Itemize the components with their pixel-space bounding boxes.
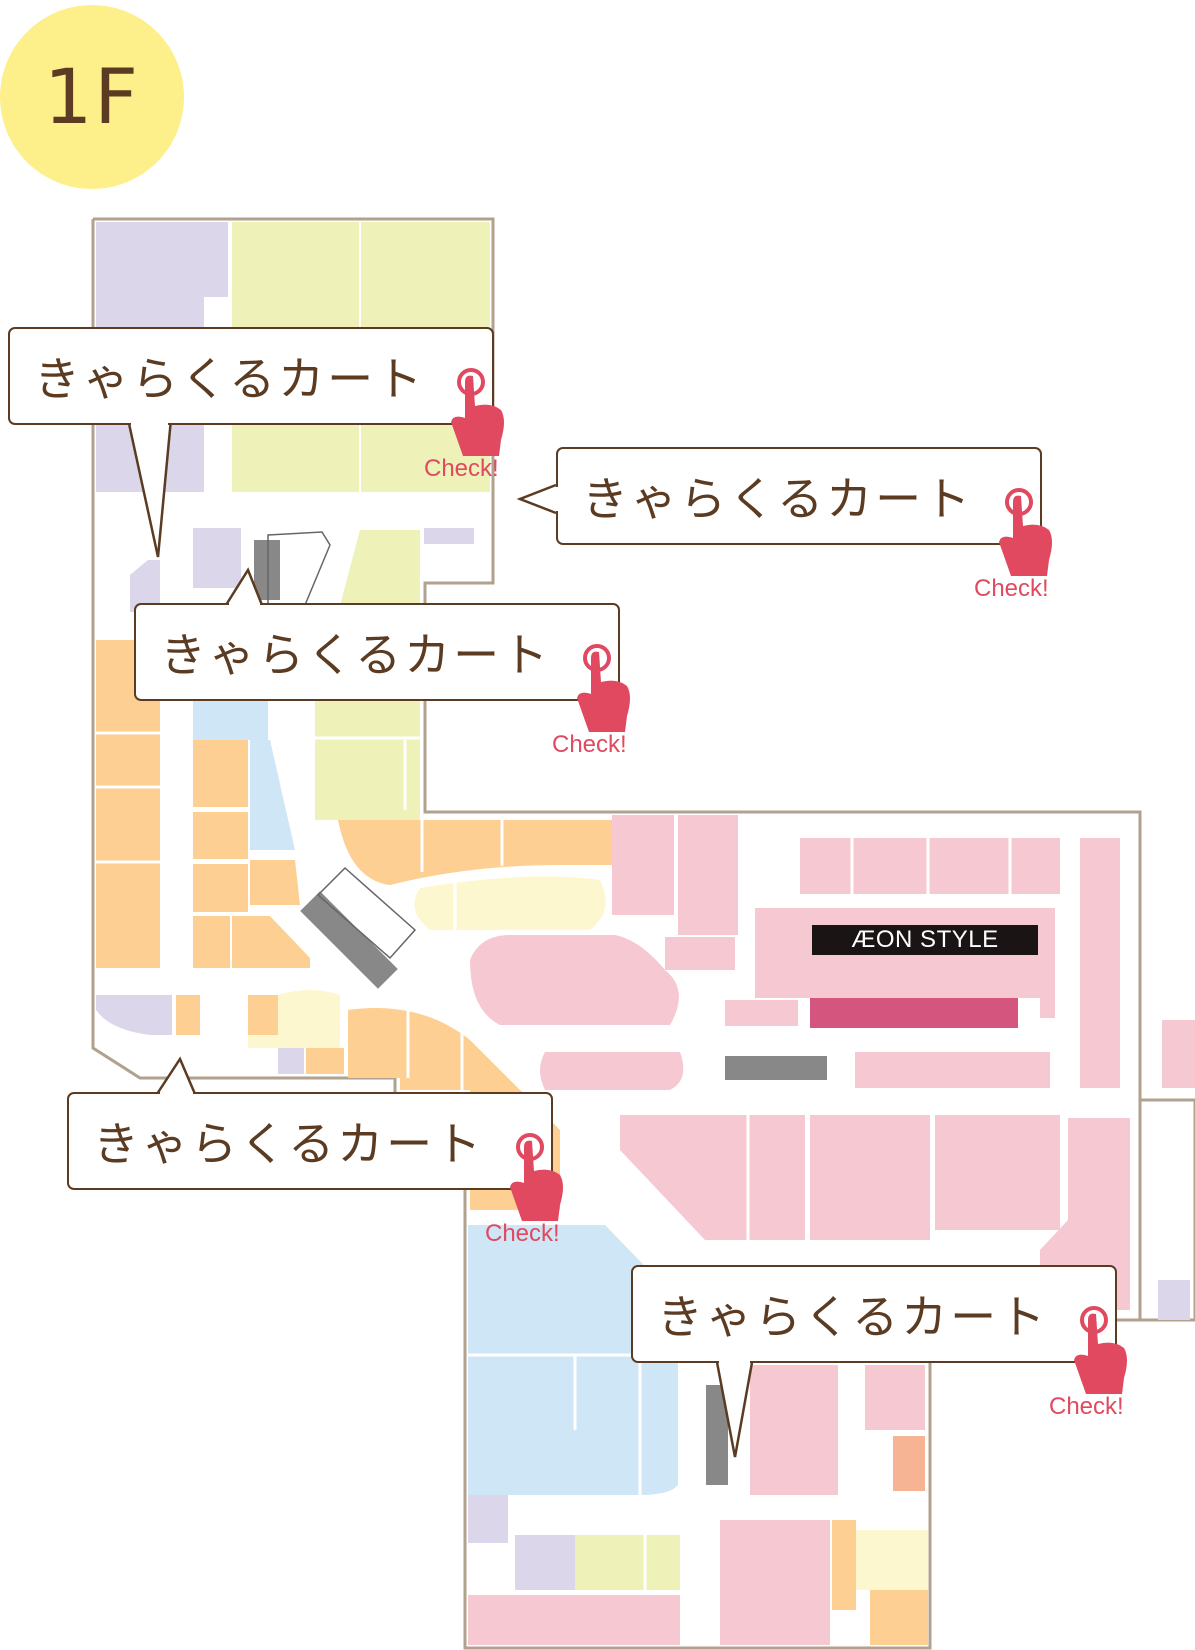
- callout-label: きゃらくるカート: [657, 1290, 1049, 1344]
- callout-label: きゃらくるカート: [160, 628, 552, 682]
- shop-lavender-3: [174, 222, 228, 297]
- south-shops: [468, 1225, 928, 1645]
- check-label: Check!: [424, 455, 499, 482]
- shop-magenta: [810, 998, 1018, 1028]
- shop-pink-mid1: [725, 1000, 798, 1026]
- shop-pink-e1: [612, 815, 674, 915]
- shop-pink-right: [1162, 1020, 1195, 1088]
- shop-pink-col-e: [1080, 838, 1120, 1088]
- shop-orange-sw2: [248, 995, 278, 1035]
- shop-pink-big4: [1040, 1118, 1130, 1310]
- shop-lavender-sw: [96, 995, 172, 1035]
- tap-finger-icon: [577, 644, 630, 732]
- shop-lime-s: [575, 1535, 680, 1590]
- shop-salmon-s: [893, 1436, 925, 1491]
- callout-label: きゃらくるカート: [34, 352, 426, 406]
- shop-pink-oval: [470, 935, 679, 1025]
- aeon-style-logo: ÆON STYLE: [812, 925, 1038, 955]
- escalator-north: [254, 540, 280, 600]
- shop-orange-c: [193, 864, 248, 912]
- east-shops: [470, 815, 1195, 1320]
- tap-finger-icon: [451, 368, 504, 456]
- shop-lavender-s1: [468, 1495, 508, 1543]
- shop-lavender-sw2: [278, 1048, 304, 1074]
- shop-cream-s: [856, 1530, 928, 1590]
- tap-finger-icon: [999, 488, 1052, 576]
- shop-pink-s1: [468, 1595, 680, 1645]
- shop-pink-big1: [620, 1115, 805, 1240]
- shop-orange-f: [250, 860, 300, 905]
- shop-orange-s5: [832, 1520, 856, 1610]
- shop-orange-d: [193, 916, 230, 968]
- escalator-east: [725, 1056, 827, 1080]
- shop-pink-oval2: [540, 1052, 684, 1090]
- check-label: Check!: [974, 575, 1049, 602]
- shop-orange-central: [338, 820, 612, 885]
- shop-lavender-6: [130, 560, 160, 612]
- shop-cream-central: [414, 876, 606, 930]
- escalator-center-frame: [316, 866, 417, 960]
- check-label: Check!: [485, 1220, 560, 1247]
- escalator-south: [706, 1385, 728, 1485]
- shop-orange-s6: [870, 1590, 928, 1645]
- shop-pink-row1: [800, 838, 1060, 894]
- check-label: Check!: [552, 731, 627, 758]
- escalator-center: [300, 891, 398, 989]
- shop-orange-sw1: [176, 995, 200, 1035]
- shop-pink-s3: [865, 1365, 925, 1430]
- callout-label: きゃらくるカート: [93, 1117, 485, 1171]
- shop-pink-s2: [750, 1365, 838, 1495]
- shop-pink-e3: [665, 937, 735, 970]
- shop-orange-a: [193, 740, 248, 807]
- shop-orange-sw3: [306, 1048, 344, 1074]
- west-wing-shops: [96, 640, 310, 968]
- check-label: Check!: [1049, 1393, 1124, 1420]
- floor-badge: [0, 5, 184, 189]
- shop-lavender-e: [1158, 1280, 1190, 1320]
- shop-orange-b: [193, 812, 248, 859]
- central-shops: [300, 820, 612, 989]
- shop-pink-big2: [810, 1115, 930, 1240]
- tap-finger-icon: [1074, 1306, 1127, 1394]
- escalator-north-frame: [267, 531, 331, 606]
- shop-pink-s4: [720, 1520, 830, 1645]
- shop-pink-e2: [678, 815, 738, 935]
- floor-label: 1F: [43, 52, 141, 141]
- shop-cream-sw: [248, 990, 340, 1048]
- shop-lavender-5: [193, 528, 241, 588]
- callout-label: きゃらくるカート: [582, 472, 974, 526]
- shop-blue-2: [250, 740, 295, 850]
- shop-pink-big3: [935, 1115, 1060, 1230]
- shop-blue-1: [193, 700, 268, 740]
- shop-pink-col-e2: [1040, 908, 1055, 1018]
- tap-finger-icon: [510, 1133, 563, 1221]
- shop-lavender-s2: [515, 1535, 575, 1590]
- shop-orange-e: [232, 916, 310, 968]
- shop-blue-south: [468, 1225, 678, 1495]
- shop-pink-mid2: [855, 1052, 1050, 1088]
- shop-lavender-4: [424, 528, 474, 544]
